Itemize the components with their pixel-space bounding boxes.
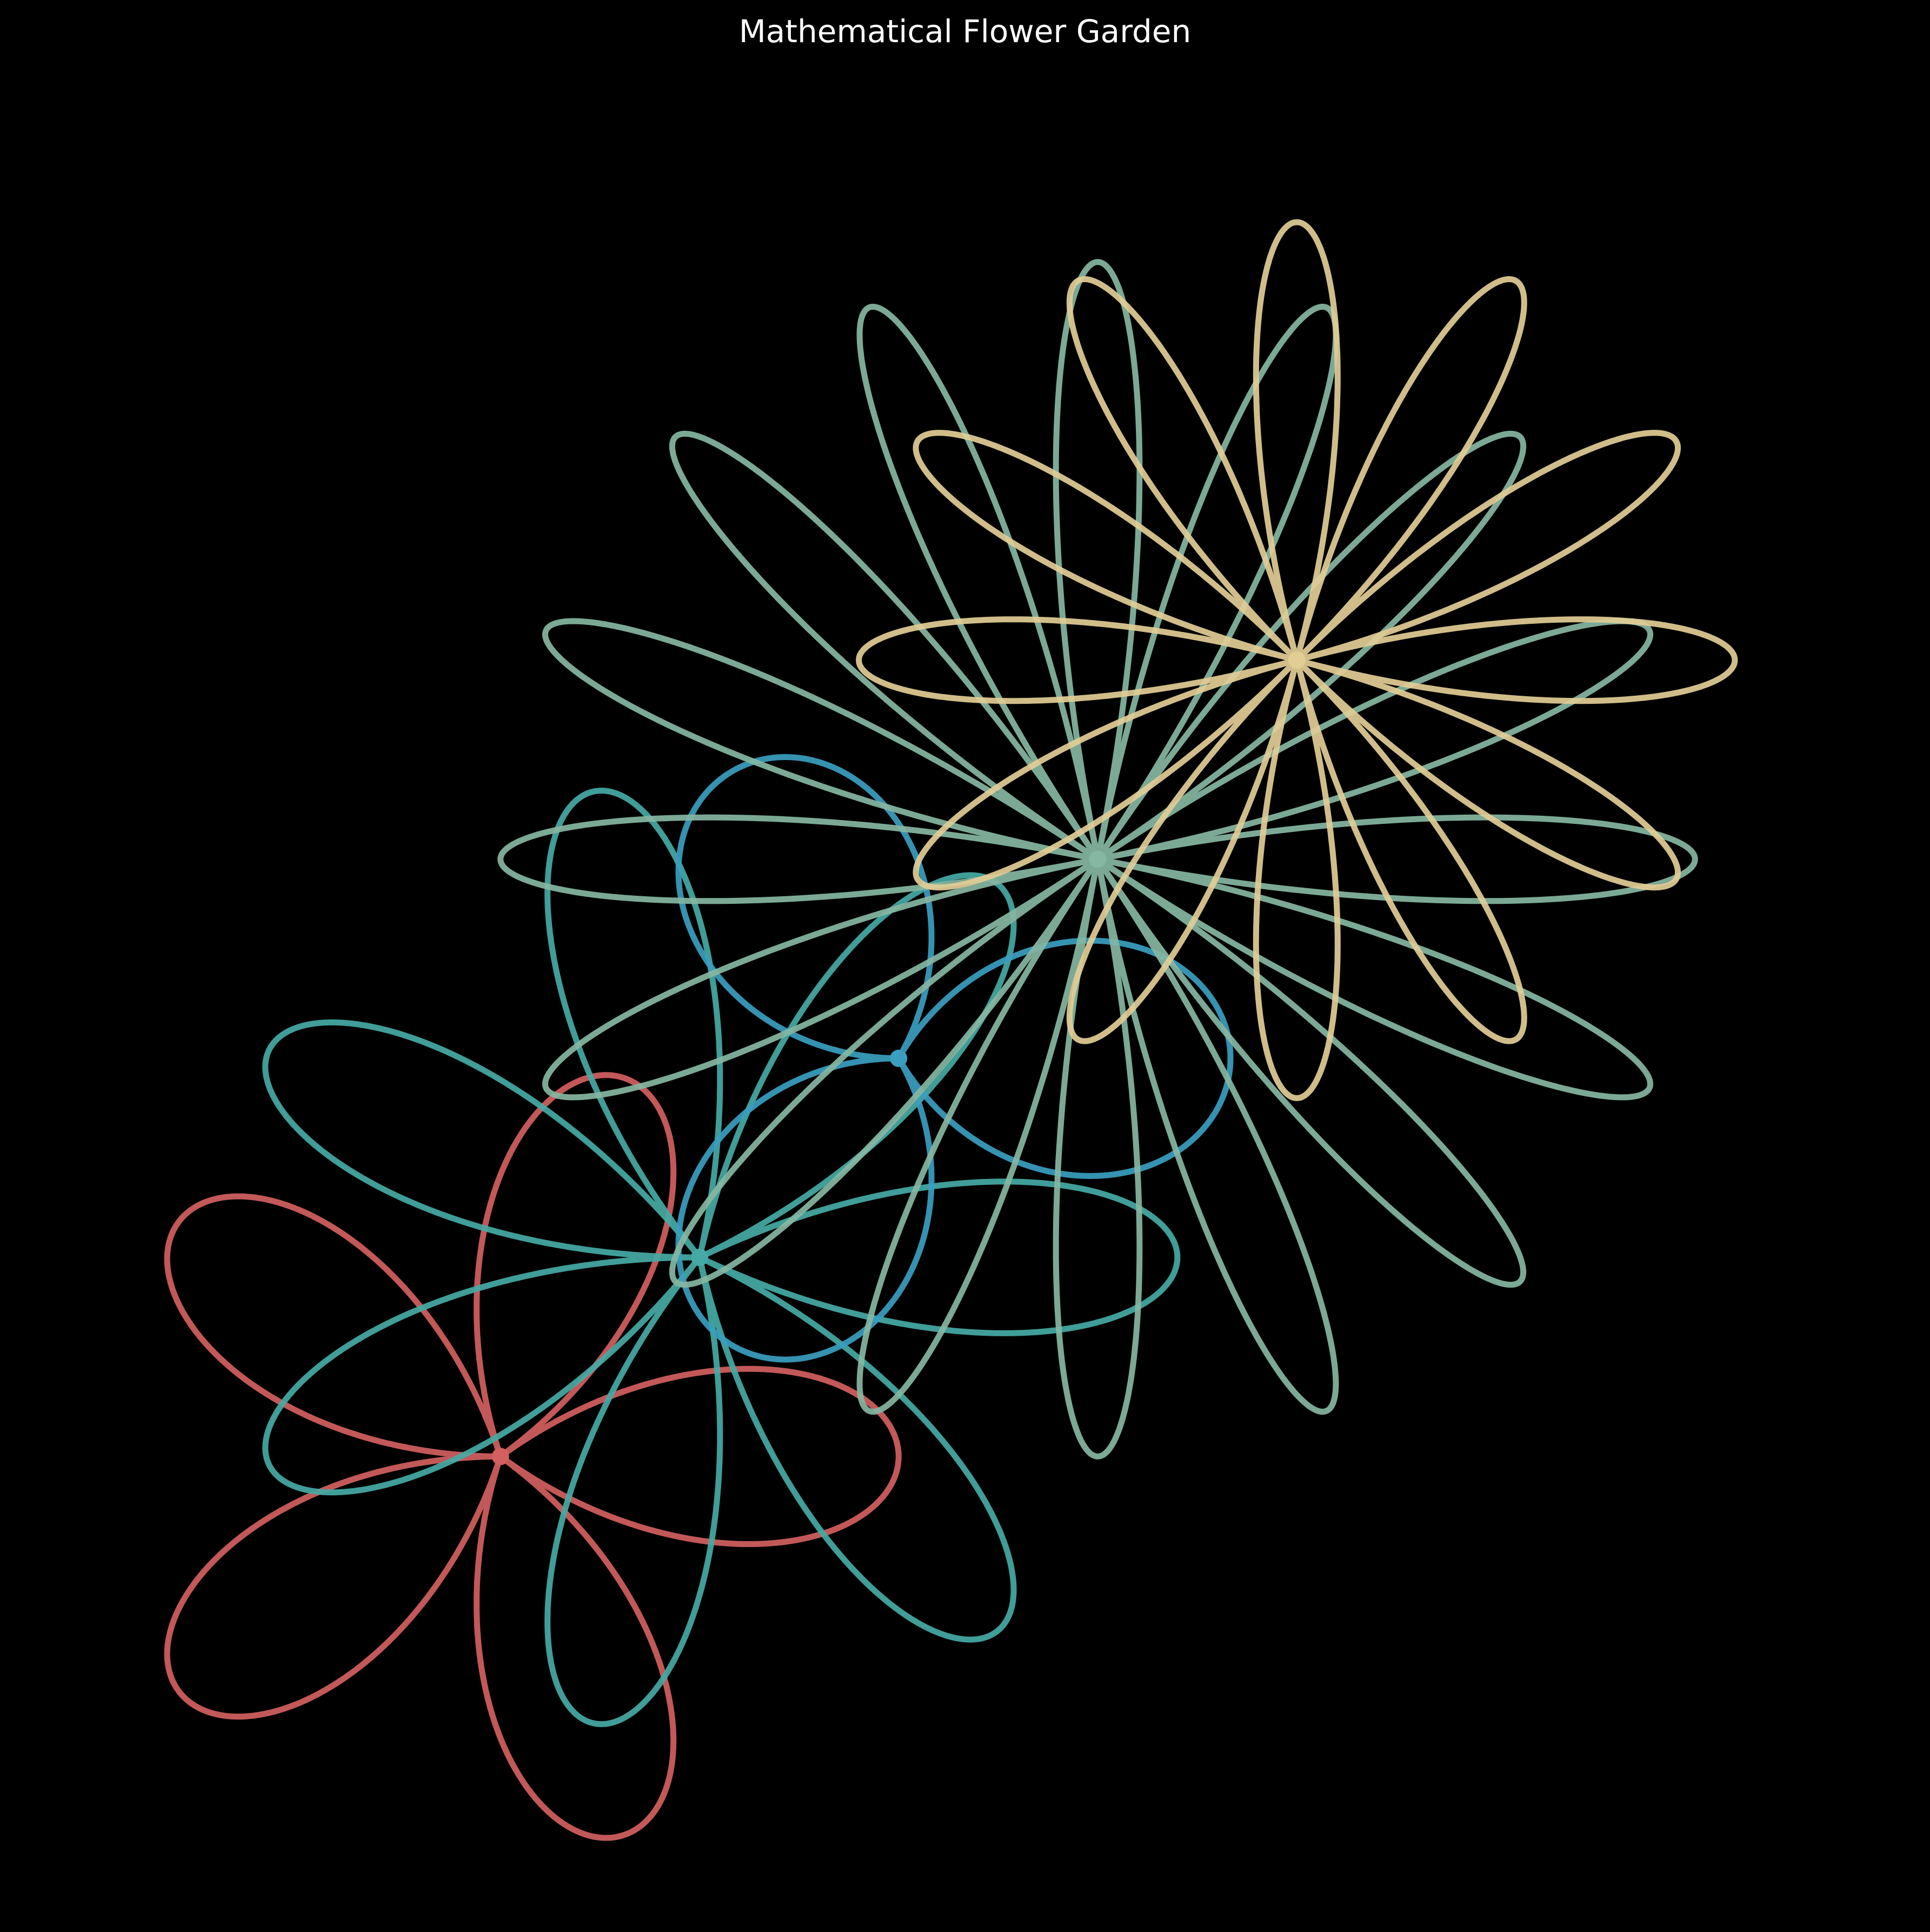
flower-1-petals [164, 1072, 902, 1841]
chart-title: Mathematical Flower Garden [738, 13, 1192, 50]
flower-5-petals [856, 219, 1738, 1101]
flowers-group [164, 219, 1738, 1841]
flower-4-center [1089, 850, 1107, 868]
flower-4-petals [497, 259, 1698, 1460]
flower-1-center [491, 1448, 509, 1465]
flower-2-center [691, 1249, 708, 1266]
flower-2-petals [262, 788, 1181, 1727]
flower-5-center [1288, 651, 1306, 669]
flower-3-center [890, 1049, 908, 1067]
